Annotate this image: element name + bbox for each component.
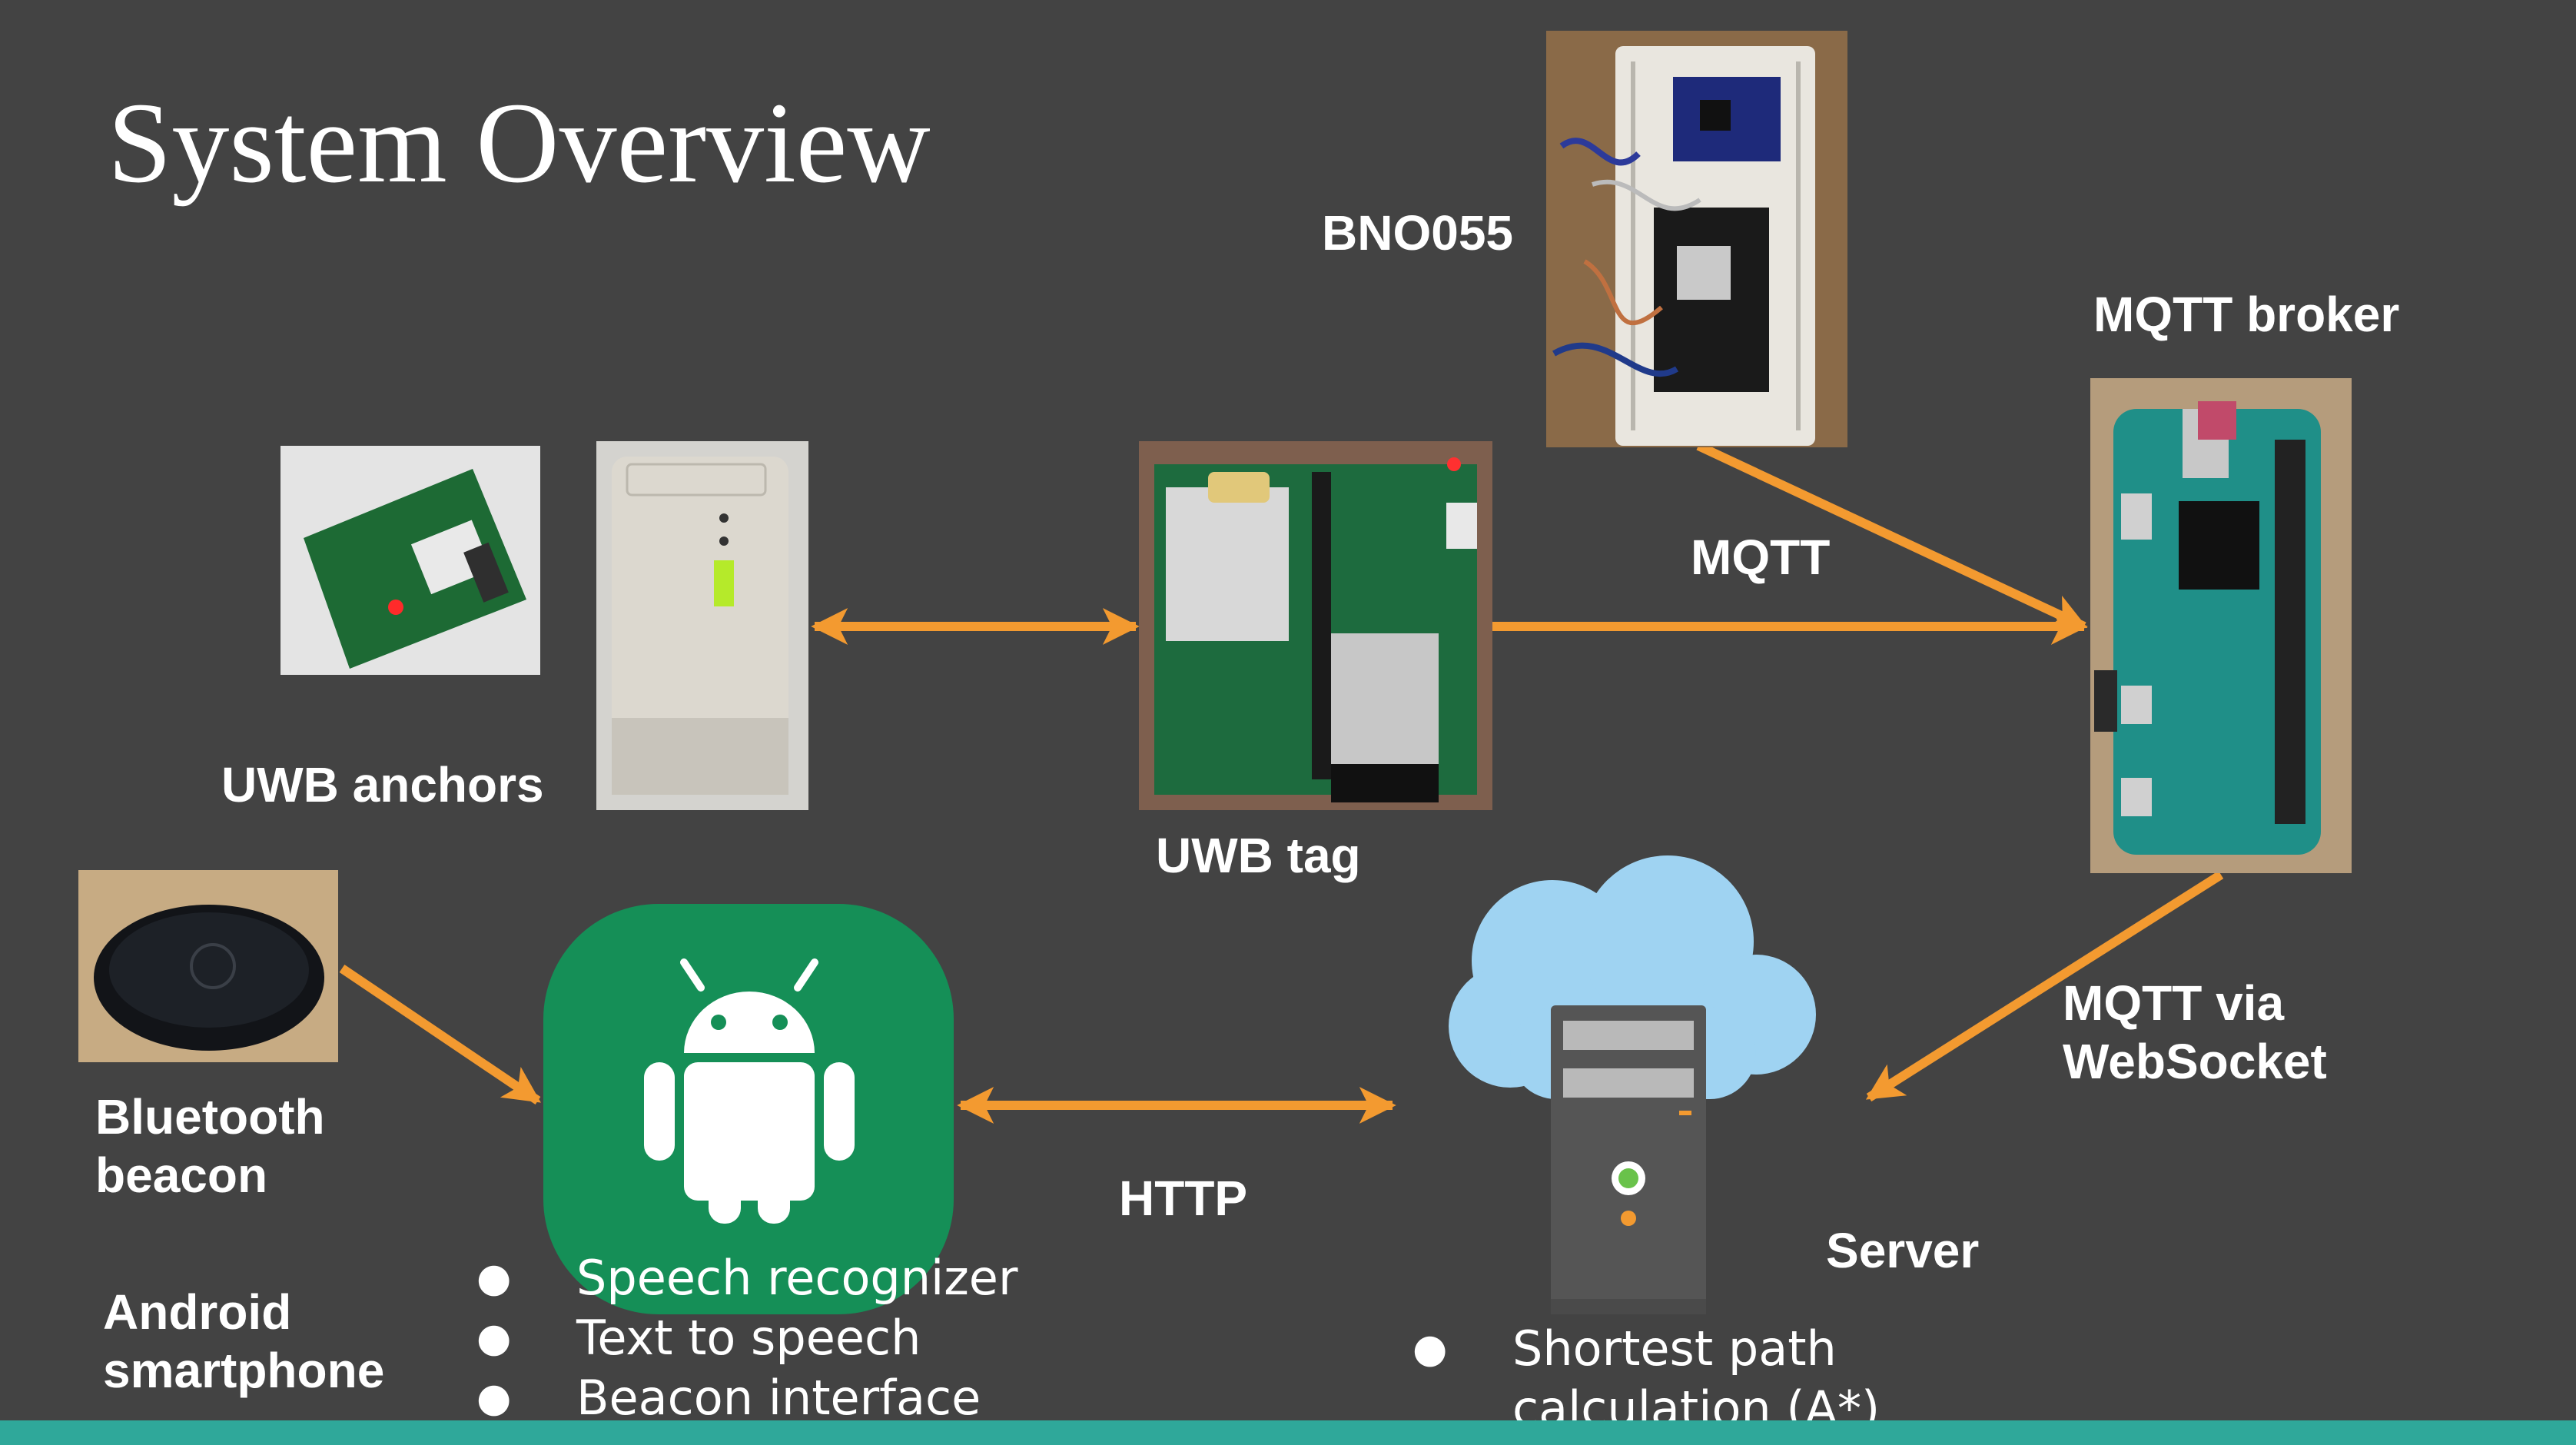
mqtt-broker-label: MQTT broker	[2093, 287, 2400, 342]
uwb-tag-photo	[1139, 441, 1492, 810]
mqtt-websocket-label-line1: MQTT via	[2063, 975, 2285, 1031]
bluetooth-label-line1: Bluetooth	[95, 1089, 325, 1144]
server-tower-icon	[1551, 1005, 1706, 1314]
mqtt-label: MQTT	[1691, 530, 1831, 585]
arrow-bno-broker	[1696, 441, 2088, 631]
mqtt-websocket-label-line2: WebSocket	[2063, 1034, 2327, 1089]
android-feature-tts: Text to speech	[576, 1310, 921, 1366]
server-feature-line1: Shortest path	[1512, 1320, 1837, 1377]
android-label-line1: Android	[103, 1284, 292, 1340]
list-item: ● Text to speech	[476, 1308, 1017, 1368]
list-item: ● Speech recognizer	[476, 1248, 1017, 1308]
bullet-icon: ●	[476, 1375, 512, 1421]
android-label-line2: smartphone	[103, 1343, 385, 1398]
bno055-label: BNO055	[1322, 205, 1513, 261]
uwb-anchors-label: UWB anchors	[221, 757, 544, 812]
android-feature-speech: Speech recognizer	[576, 1250, 1018, 1306]
bluetooth-label-line2: beacon	[95, 1148, 268, 1203]
slide-title: System Overview	[108, 79, 931, 207]
uwb-anchor-board-photo	[281, 446, 540, 675]
http-label: HTTP	[1119, 1171, 1248, 1226]
bno055-photo	[1546, 31, 1847, 447]
bluetooth-beacon-photo	[78, 870, 338, 1062]
bullet-icon: ●	[1412, 1326, 1448, 1372]
bottom-accent-bar	[0, 1420, 2576, 1445]
bullet-icon: ●	[476, 1315, 512, 1361]
uwb-tag-label: UWB tag	[1156, 828, 1361, 883]
uwb-anchor-device-photo	[596, 441, 808, 810]
android-features-list: ● Speech recognizer ● Text to speech ● Beac…	[476, 1248, 1017, 1428]
android-robot-icon	[644, 958, 855, 1224]
arrow-beacon-android	[339, 965, 541, 1105]
server-label: Server	[1826, 1223, 1980, 1278]
arrow-broker-server	[1865, 870, 2224, 1102]
mqtt-broker-photo	[2090, 378, 2352, 873]
android-feature-beacon: Beacon interface	[576, 1370, 981, 1426]
list-item: ● Shortest path	[1412, 1319, 1880, 1379]
bullet-icon: ●	[476, 1255, 512, 1301]
list-item: ● Beacon interface	[476, 1368, 1017, 1428]
